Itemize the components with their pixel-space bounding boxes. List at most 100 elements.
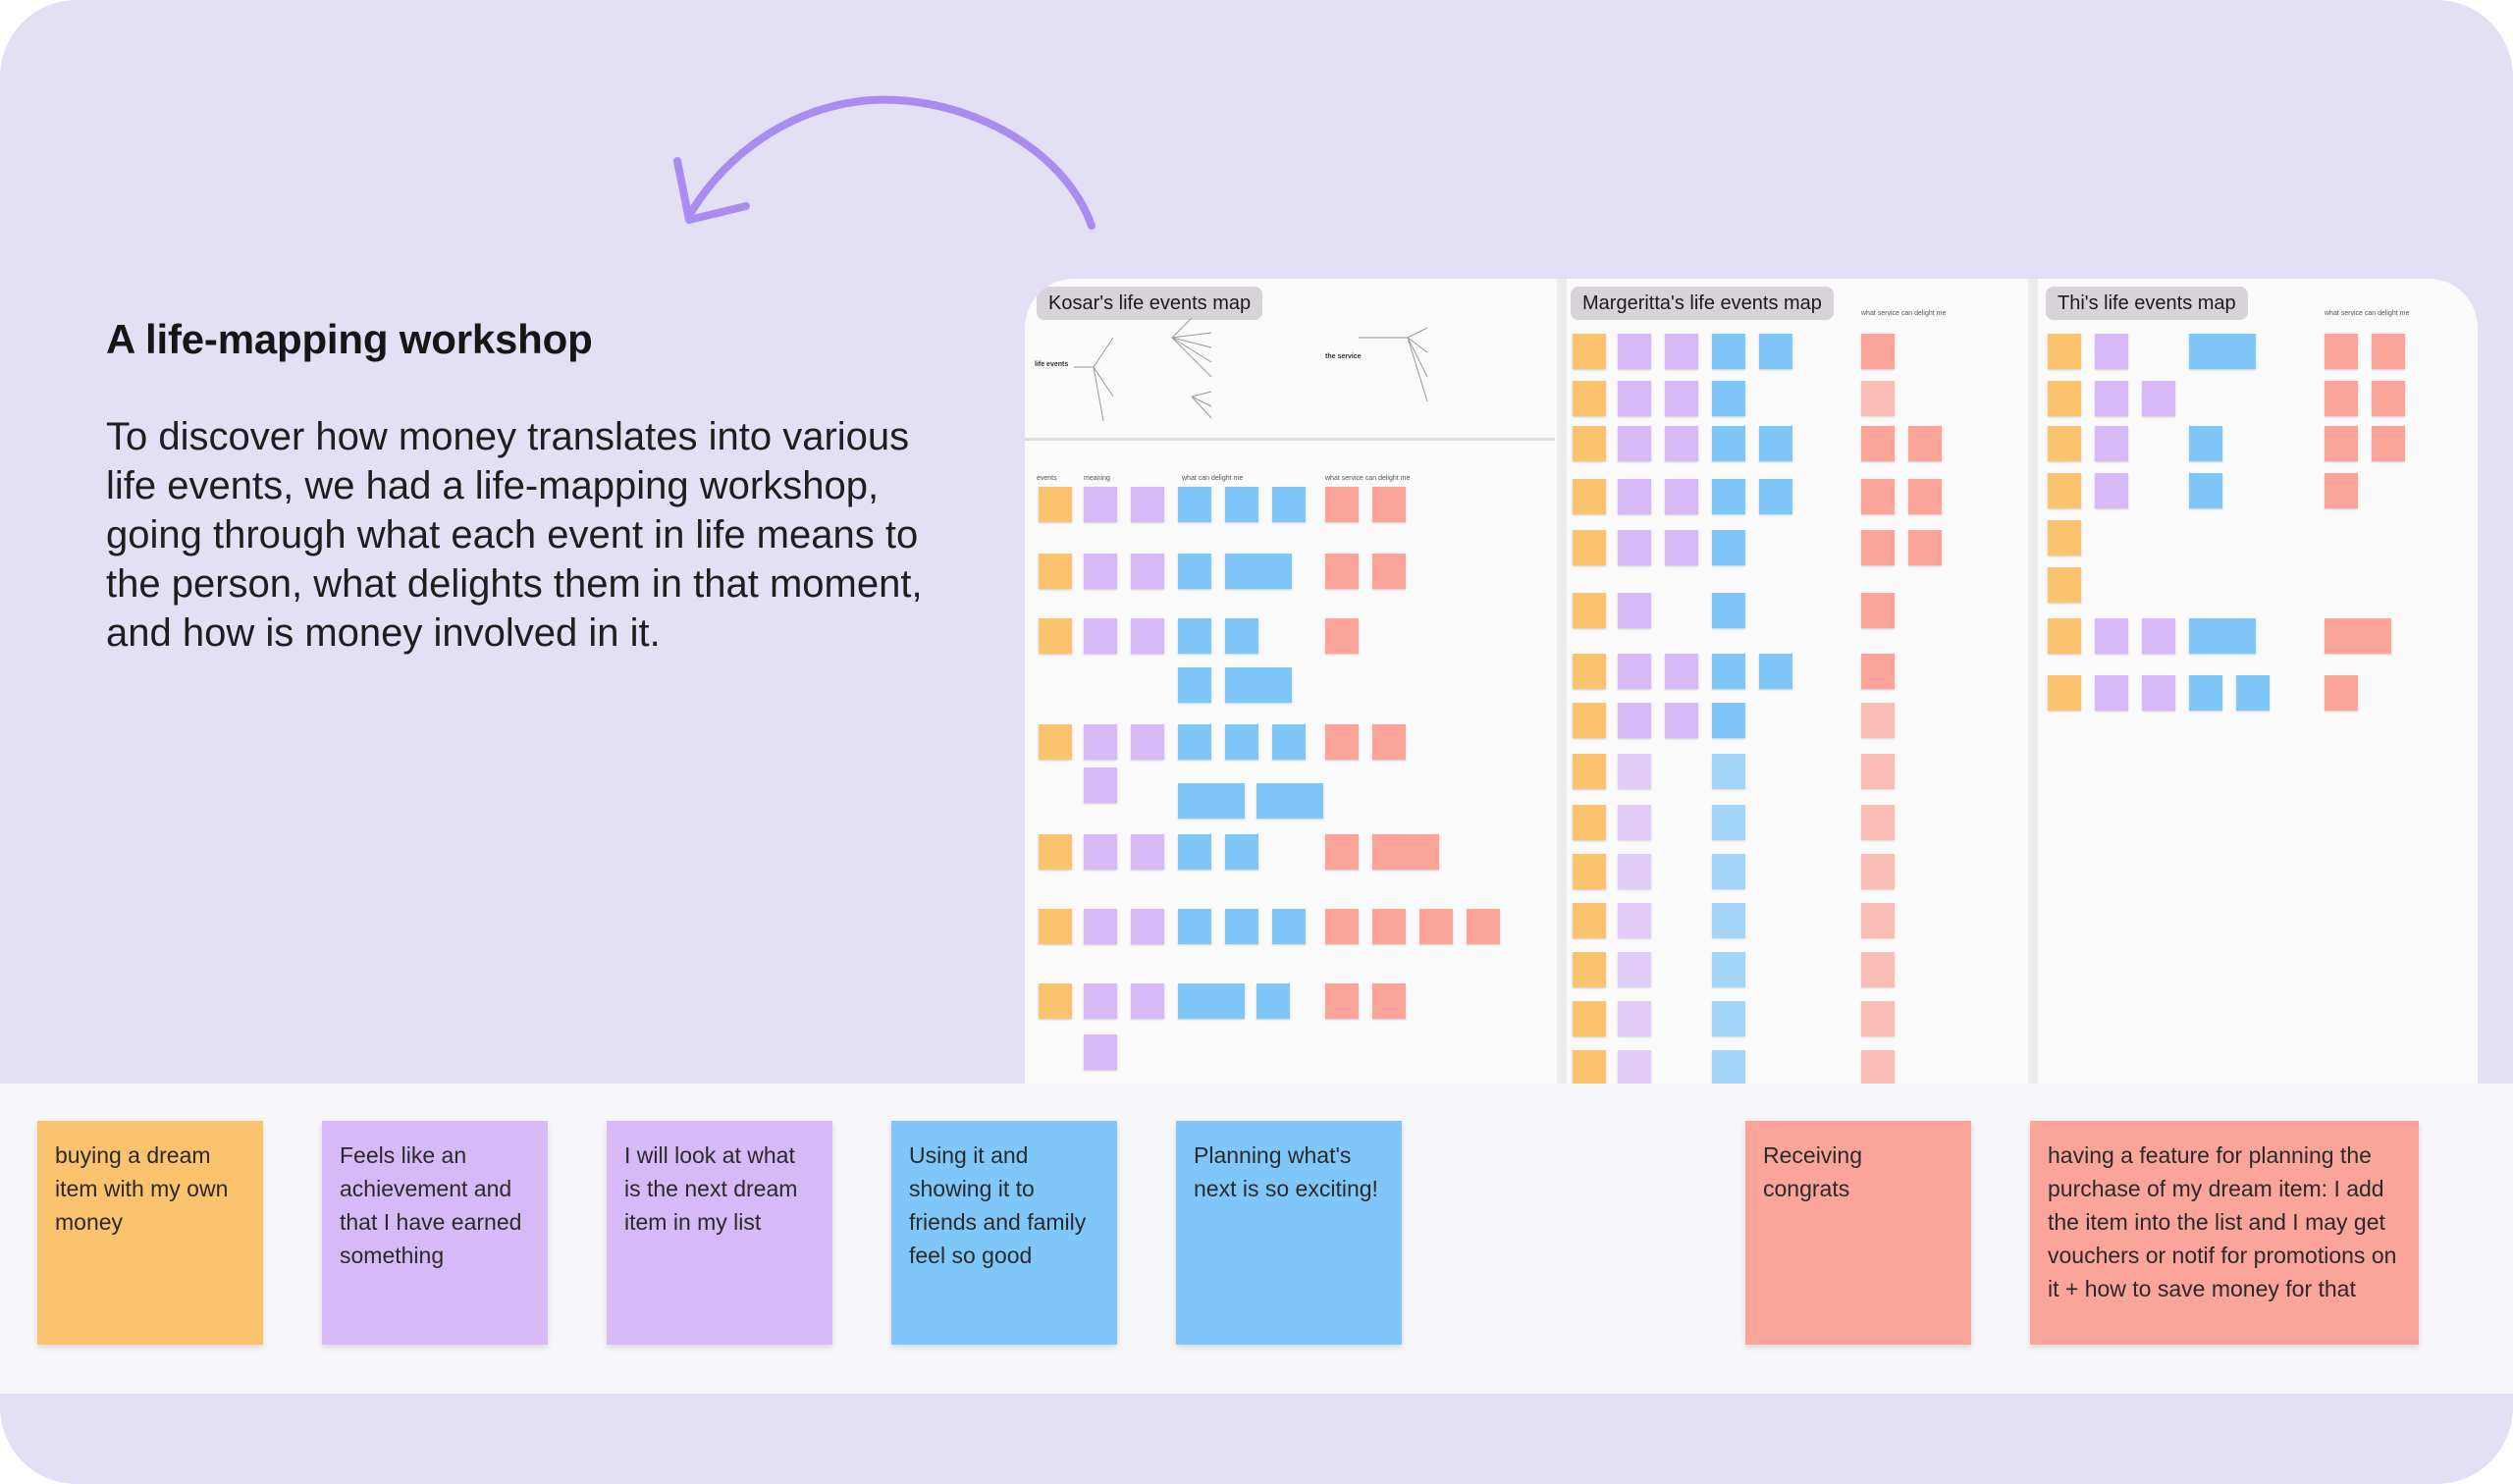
mini-sticky (1908, 479, 1942, 514)
sticky-note-text: Feels like an achievement and that I hav… (340, 1142, 522, 1268)
mini-sticky (1084, 487, 1117, 522)
mini-sticky (1272, 909, 1306, 944)
mini-sticky (2372, 334, 2405, 369)
mini-sticky (1178, 834, 1211, 870)
divider (1025, 438, 1555, 441)
mindmap-root-label: life events (1035, 361, 1069, 368)
mini-sticky (1618, 1050, 1651, 1086)
mini-sticky (1712, 703, 1745, 738)
mind-map-diagram (1074, 317, 1428, 422)
mini-sticky (1712, 381, 1745, 416)
mini-sticky (1861, 805, 1895, 840)
mini-sticky (1618, 854, 1651, 889)
mini-sticky (1178, 554, 1211, 589)
mini-sticky (1712, 854, 1745, 889)
mini-sticky (1084, 1034, 1117, 1070)
mini-sticky (1325, 983, 1359, 1019)
mini-sticky (1618, 479, 1651, 514)
mini-sticky (1665, 426, 1698, 461)
mini-sticky (1573, 703, 1606, 738)
mini-sticky (1618, 703, 1651, 738)
mini-sticky (1908, 530, 1942, 565)
mini-sticky (1131, 554, 1164, 589)
mini-sticky (1618, 903, 1651, 938)
mini-sticky (2372, 426, 2405, 461)
sticky-note: buying a dream item with my own money (37, 1121, 263, 1345)
mini-sticky (1178, 618, 1211, 654)
mini-sticky (1372, 487, 1406, 522)
map-label-thi: Thi's life events map (2046, 287, 2248, 320)
mini-sticky (2236, 675, 2270, 711)
whiteboard-canvas[interactable]: Kosar's life events map life events the … (1025, 279, 2478, 1123)
mini-sticky (2325, 334, 2358, 369)
mini-sticky (1131, 834, 1164, 870)
mini-sticky (1225, 834, 1258, 870)
mini-sticky (1039, 724, 1072, 760)
mini-sticky (1084, 554, 1117, 589)
sticky-note-text: Planning what's next is so exciting! (1194, 1142, 1378, 1201)
mini-sticky (1712, 593, 1745, 628)
mini-sticky (1272, 487, 1306, 522)
mini-sticky (1325, 618, 1359, 654)
mini-sticky (2048, 567, 2081, 603)
mini-sticky (1712, 334, 1745, 369)
mini-sticky (1084, 768, 1117, 803)
mini-sticky (1084, 834, 1117, 870)
mini-sticky (2095, 334, 2128, 369)
mini-sticky (1618, 381, 1651, 416)
map-label-margeritta: Margeritta's life events map (1571, 287, 1834, 320)
mini-sticky (2189, 618, 2256, 654)
mini-sticky (1325, 834, 1359, 870)
mini-sticky (2189, 473, 2222, 508)
mini-sticky (2048, 426, 2081, 461)
mini-sticky (1573, 1001, 1606, 1036)
mini-sticky (1419, 909, 1453, 944)
mini-sticky (1665, 479, 1698, 514)
mini-sticky (1573, 530, 1606, 565)
mini-sticky (1618, 1001, 1651, 1036)
mini-sticky (1225, 909, 1258, 944)
mini-sticky (1039, 487, 1072, 522)
mini-sticky (1861, 1050, 1895, 1086)
mini-sticky (1573, 479, 1606, 514)
sticky-note: Receiving congrats (1745, 1121, 1971, 1345)
mini-sticky (2325, 426, 2358, 461)
mini-sticky (1178, 667, 1211, 703)
mini-sticky (1861, 530, 1895, 565)
mini-sticky (1861, 903, 1895, 938)
column-separator (2028, 279, 2038, 1123)
mini-sticky (2048, 675, 2081, 711)
mini-sticky (1665, 381, 1698, 416)
mini-sticky (1861, 381, 1895, 416)
mini-sticky (1178, 487, 1211, 522)
mini-sticky (1325, 487, 1359, 522)
column-header-delight: what can delight me (1182, 475, 1244, 482)
mini-sticky (1039, 834, 1072, 870)
mini-sticky (1039, 983, 1072, 1019)
mini-sticky (1178, 909, 1211, 944)
mini-sticky (1131, 909, 1164, 944)
mini-sticky (1131, 724, 1164, 760)
sticky-note-text: buying a dream item with my own money (55, 1142, 229, 1235)
mini-sticky (1225, 667, 1292, 703)
mini-sticky (2048, 473, 2081, 508)
map-subheader: what service can delight me (1861, 310, 1947, 317)
mindmap-service-label: the service (1325, 353, 1362, 360)
mini-sticky (2325, 381, 2358, 416)
mini-sticky (1712, 805, 1745, 840)
mini-sticky (2095, 618, 2128, 654)
sticky-note-text: having a feature for planning the purcha… (2048, 1142, 2397, 1301)
mini-sticky (1759, 654, 1792, 689)
mini-sticky (1225, 618, 1258, 654)
sticky-note: Planning what's next is so exciting! (1176, 1121, 1402, 1345)
sticky-note: I will look at what is the next dream it… (607, 1121, 832, 1345)
mini-sticky (1039, 909, 1072, 944)
mini-sticky (1325, 909, 1359, 944)
mini-sticky (2189, 675, 2222, 711)
mini-sticky (1618, 593, 1651, 628)
mini-sticky (1372, 554, 1406, 589)
mini-sticky (1084, 618, 1117, 654)
mini-sticky (1178, 724, 1211, 760)
mini-sticky (1372, 834, 1439, 870)
mini-sticky (1861, 593, 1895, 628)
